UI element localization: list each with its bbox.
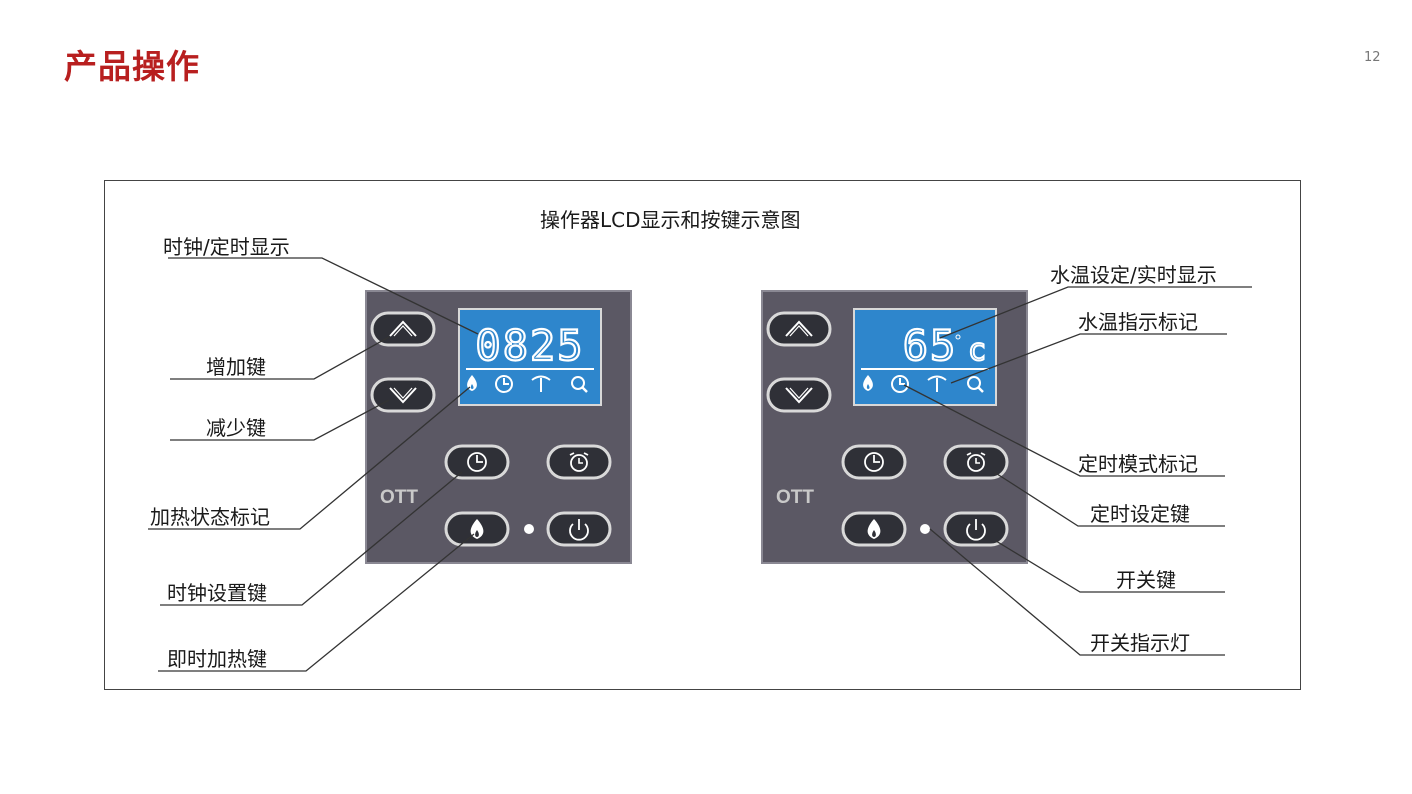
clock-icon [891,375,909,393]
left-leader-lines [148,257,479,672]
shower-icon [927,375,947,392]
label-timer-set-key: 定时设定键 [1090,502,1190,526]
right-leader-lines [903,286,1252,656]
right-power-indicator [920,524,930,534]
page-number: 12 [1364,50,1381,65]
diagram-frame [104,180,1301,690]
right-brand-label: OTT [776,487,814,508]
left-instant-heat-button[interactable] [444,511,510,547]
magnifier-icon [967,376,984,393]
left-clock-set-button[interactable] [444,444,510,480]
right-lcd-screen: 65 c [853,308,997,406]
left-brand-label: OTT [380,487,418,508]
left-power-button[interactable] [546,511,612,547]
label-increase-key: 增加键 [206,355,266,379]
label-decrease-key: 减少键 [206,416,266,440]
label-heating-status-mark: 加热状态标记 [150,505,270,529]
left-control-panel: 0825 [365,290,632,564]
power-icon [966,519,986,541]
diagram-title: 操作器LCD显示和按键示意图 [540,208,801,232]
left-lcd-screen: 0825 [458,308,602,406]
left-decrease-button[interactable] [370,377,436,413]
right-control-panel: 65 c [761,290,1028,564]
label-power-key: 开关键 [1116,568,1176,592]
right-power-button[interactable] [943,511,1009,547]
label-water-temp-display: 水温设定/实时显示 [1050,263,1217,287]
flame-icon [867,519,881,539]
left-timer-set-button[interactable] [546,444,612,480]
label-instant-heat-key: 即时加热键 [167,647,267,671]
right-instant-heat-button[interactable] [841,511,907,547]
right-increase-button[interactable] [766,311,832,347]
slide-title: 产品操作 [64,47,200,86]
left-power-indicator [524,524,534,534]
right-lcd-unit: c [968,333,986,368]
power-icon [569,519,589,541]
label-clock-timer-display: 时钟/定时显示 [163,235,290,259]
label-water-temp-mark: 水温指示标记 [1078,310,1198,334]
right-lcd-temperature: 65 [903,321,958,370]
left-lcd-time: 0825 [475,321,584,370]
flame-icon [863,375,873,391]
label-power-indicator: 开关指示灯 [1090,631,1190,655]
label-timer-mode-mark: 定时模式标记 [1078,452,1198,476]
left-increase-button[interactable] [370,311,436,347]
right-clock-set-button[interactable] [841,444,907,480]
label-clock-set-key: 时钟设置键 [167,581,267,605]
magnifier-icon [571,376,588,393]
clock-icon [495,375,513,393]
shower-icon [531,375,551,392]
right-decrease-button[interactable] [766,377,832,413]
degree-icon [955,334,961,340]
right-timer-set-button[interactable] [943,444,1009,480]
